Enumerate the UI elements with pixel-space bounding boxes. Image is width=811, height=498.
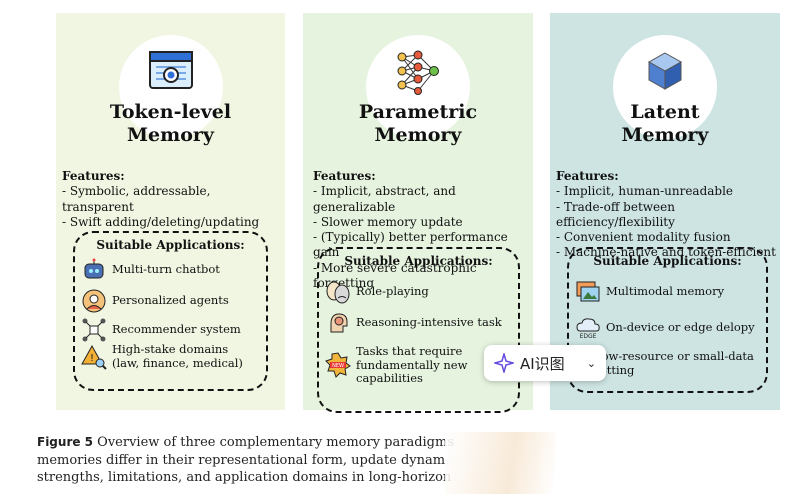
list-item: EDGE On-device or edge delopy xyxy=(575,315,762,341)
features-list: Features: - Symbolic, addressable, trans… xyxy=(62,169,285,230)
applications-heading: Suitable Applications: xyxy=(319,254,518,268)
svg-text:!: ! xyxy=(90,353,94,364)
sparkle-icon xyxy=(494,353,514,373)
cube-icon xyxy=(641,47,689,95)
chevron-down-icon[interactable]: ⌄ xyxy=(587,357,596,370)
edge-cloud-icon: EDGE xyxy=(575,315,601,341)
neural-network-icon xyxy=(394,47,442,95)
new-badge-icon: NEW xyxy=(325,352,351,378)
database-search-icon xyxy=(147,47,195,95)
ai-button-label: AI识图 xyxy=(520,353,565,374)
list-item: Multi-turn chatbot xyxy=(81,257,262,283)
applications-heading: Suitable Applications: xyxy=(569,254,766,268)
warning-search-icon: ! xyxy=(81,344,107,370)
list-item: Recommender system xyxy=(81,317,262,343)
images-icon xyxy=(575,279,601,305)
svg-text:EDGE: EDGE xyxy=(580,333,597,340)
figure-label: Figure 5 xyxy=(37,435,93,449)
applications-box: Suitable Applications: Multi-turn chatbo… xyxy=(73,231,268,391)
robot-icon xyxy=(81,257,107,283)
applications-heading: Suitable Applications: xyxy=(75,238,266,252)
list-item: Personalized agents xyxy=(81,288,262,314)
list-item: Multimodal memory xyxy=(575,279,762,305)
list-item: Reasoning-intensive task xyxy=(325,310,514,336)
list-item: Role-playing xyxy=(325,279,514,305)
network-icon xyxy=(81,317,107,343)
svg-text:NEW: NEW xyxy=(332,363,344,369)
theater-masks-icon xyxy=(325,279,351,305)
ai-recognize-button[interactable]: AI识图 ⌄ xyxy=(484,345,606,381)
brain-gear-icon xyxy=(325,310,351,336)
figure-caption: Figure 5 Overview of three complementary… xyxy=(37,434,454,487)
list-item: ! High-stake domains(law, finance, medic… xyxy=(81,343,262,370)
applications-box: Suitable Applications: Role-playing Reas… xyxy=(317,247,520,413)
fade-overlay xyxy=(445,432,555,494)
person-gear-icon xyxy=(81,288,107,314)
